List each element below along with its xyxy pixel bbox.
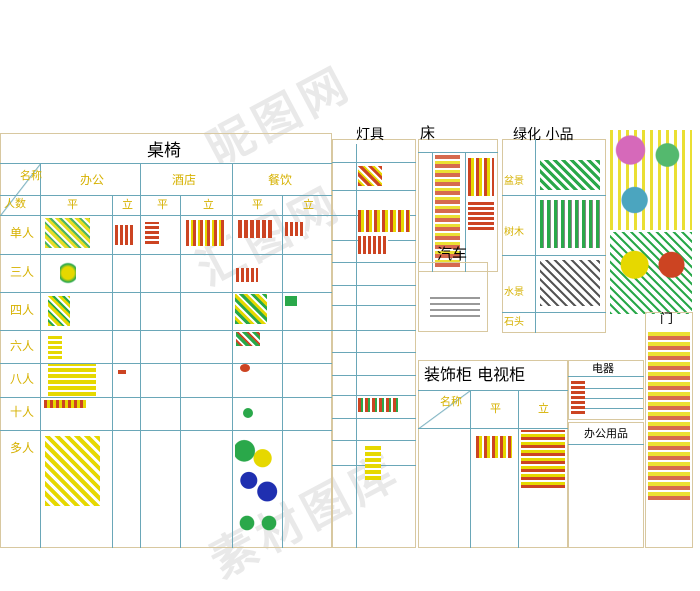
furniture-symbol-cluster [115, 225, 135, 245]
bed-symbol-cluster [468, 158, 494, 196]
greenery-row-label: 树木 [504, 227, 524, 238]
sub-header-elevation: 立 [303, 198, 314, 211]
furniture-symbol-cluster [44, 400, 86, 408]
office-supplies-title: 办公用品 [584, 427, 628, 440]
greenery-symbol-cluster [540, 160, 600, 190]
furniture-symbol-cluster [145, 222, 159, 244]
bed-symbol-cluster [435, 155, 460, 267]
furniture-symbol-cluster [236, 268, 258, 282]
car-symbol-cluster [430, 295, 480, 317]
sub-header-elevation: 立 [203, 198, 214, 211]
furniture-symbol-cluster [60, 260, 76, 286]
row-label: 四人 [10, 303, 35, 317]
desk-chair-table [0, 133, 332, 548]
cabinet-corner-label: 名称 [440, 395, 462, 408]
appliance-symbol-cluster [571, 380, 585, 414]
furniture-symbol-cluster [285, 296, 297, 306]
furniture-symbol-cluster [48, 296, 70, 326]
greenery-row-label: 石头 [504, 317, 524, 328]
car-table [418, 262, 488, 332]
corner-label-people: 人数 [4, 197, 26, 210]
greenery-symbol-cluster [540, 260, 600, 306]
office-supplies-table [568, 422, 644, 548]
appliance-table [568, 360, 644, 420]
row-label: 八人 [10, 372, 35, 386]
furniture-symbol-cluster [235, 436, 281, 510]
furniture-symbol-cluster [118, 370, 126, 374]
furniture-symbol-cluster [48, 335, 62, 359]
cabinet-symbol-cluster [476, 436, 512, 458]
sub-header-elevation: 立 [122, 198, 133, 211]
appliance-title: 电器 [592, 362, 614, 375]
corner-label-name: 名称 [20, 169, 42, 182]
cabinet-sub-header: 立 [538, 402, 549, 415]
greenery-symbol-cluster [540, 200, 600, 248]
furniture-symbol-cluster [45, 218, 90, 248]
furniture-symbol-cluster [186, 220, 226, 246]
greenery-row-label: 水景 [504, 287, 524, 298]
category-hotel: 酒店 [172, 173, 197, 187]
furniture-symbol-cluster [243, 408, 253, 418]
sub-header-plan: 平 [252, 198, 263, 211]
furniture-symbol-cluster [236, 332, 260, 346]
furniture-symbol-cluster [45, 436, 100, 506]
row-label: 六人 [10, 339, 35, 353]
sub-header-plan: 平 [67, 198, 78, 211]
lamp-symbol-cluster [358, 166, 382, 186]
cabinet-table [418, 360, 568, 548]
category-dining: 餐饮 [268, 173, 293, 187]
cabinet-symbol-cluster [521, 430, 565, 488]
door-table [645, 312, 693, 548]
furniture-symbol-cluster [235, 294, 267, 324]
door-symbol-cluster [648, 330, 690, 500]
decor-symbol-collage [610, 232, 692, 314]
row-label: 三人 [10, 265, 35, 279]
lamp-symbol-cluster [358, 236, 388, 254]
lamp-symbol-cluster [365, 445, 381, 480]
greenery-row-label: 盆景 [504, 176, 524, 187]
furniture-symbol-cluster [238, 220, 272, 238]
decor-symbol-collage [610, 130, 692, 230]
door-title: 门 [660, 312, 674, 327]
furniture-symbol-cluster [48, 364, 96, 396]
category-office: 办公 [80, 173, 105, 187]
bed-table [418, 139, 498, 272]
cabinet-title: 装饰柜 电视柜 [424, 365, 526, 384]
furniture-symbol-cluster [240, 364, 250, 372]
cabinet-sub-header: 平 [490, 402, 501, 415]
row-label: 单人 [10, 226, 35, 240]
furniture-symbol-cluster [285, 222, 305, 236]
sub-header-plan: 平 [157, 198, 168, 211]
bed-title: 床 [420, 124, 436, 142]
lamps-table [332, 139, 416, 548]
greenery-title: 绿化 小品 [513, 127, 574, 143]
row-label: 多人 [10, 441, 35, 455]
lamp-symbol-cluster [358, 398, 398, 412]
lamps-title: 灯具 [356, 127, 384, 143]
bed-symbol-cluster [468, 200, 494, 230]
furniture-symbol-cluster [236, 512, 280, 534]
desk-chair-title: 桌椅 [147, 141, 181, 161]
lamp-symbol-cluster [358, 210, 410, 232]
greenery-table [502, 139, 606, 333]
car-title: 汽车 [437, 245, 468, 263]
row-label: 十人 [10, 405, 35, 419]
